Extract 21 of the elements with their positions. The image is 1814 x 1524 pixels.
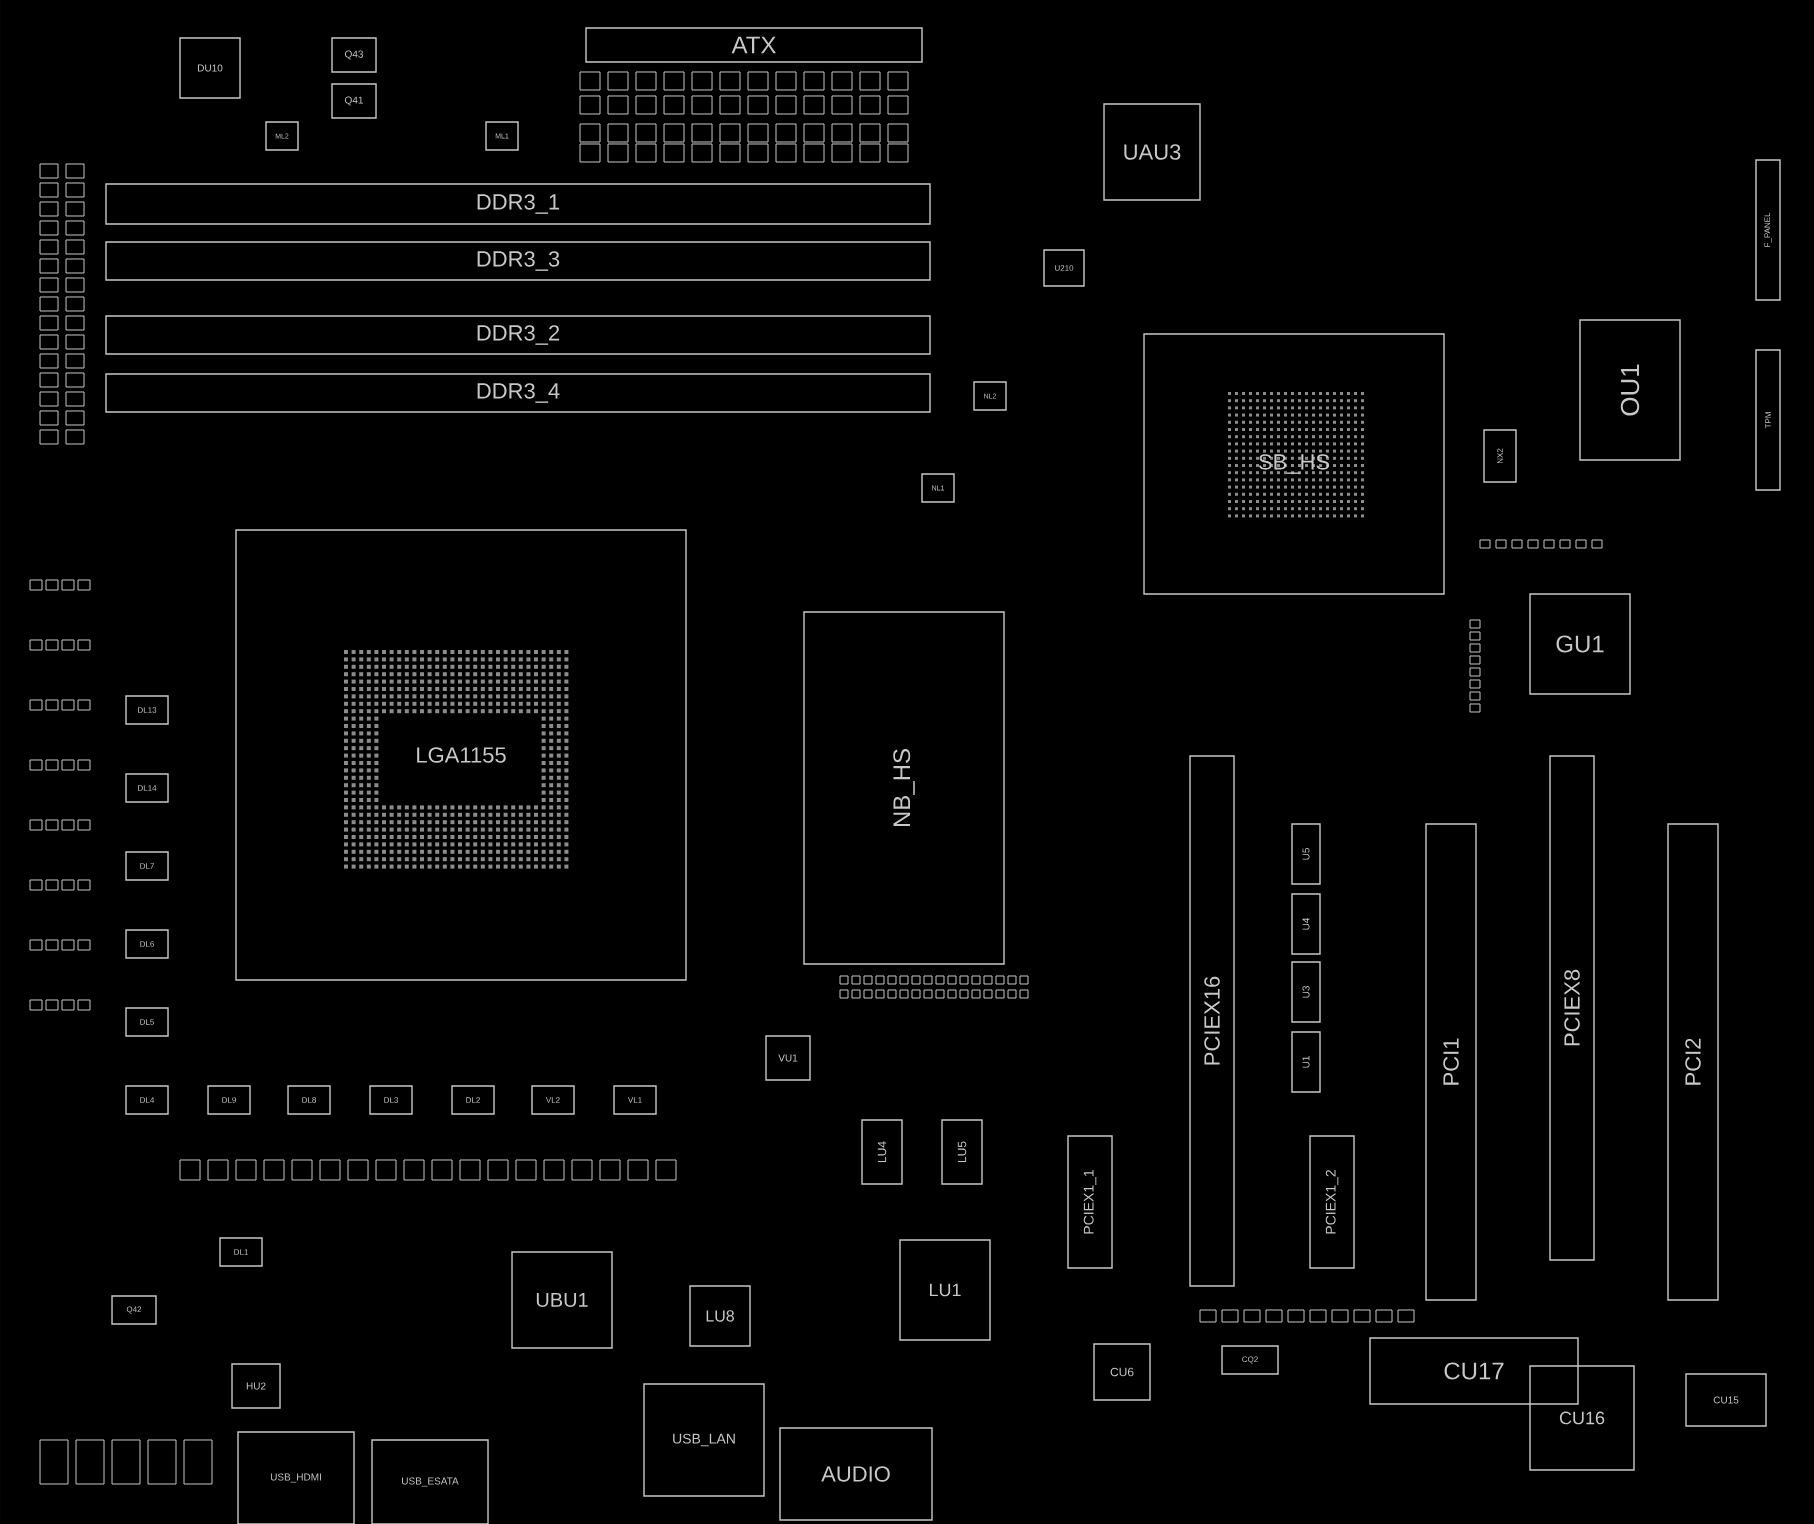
chip-outline: CU16 [1529, 1365, 1635, 1471]
heatsink-outline: SB_HS [1143, 333, 1445, 595]
expansion-slot: PCI1 [1425, 823, 1477, 1301]
chip-outline: UAU3 [1103, 103, 1201, 201]
memory-slot: DDR3_3 [105, 241, 931, 281]
chip-outline: CU17 [1369, 1337, 1579, 1405]
memory-slot: DDR3_2 [105, 315, 931, 355]
memory-slot: DDR3_1 [105, 183, 931, 225]
cpu-socket: LGA1155 [235, 529, 687, 981]
expansion-slot: PCI2 [1667, 823, 1719, 1301]
chip-outline: LU1 [899, 1239, 991, 1341]
port-outline: AUDIO [779, 1427, 933, 1521]
memory-slot: DDR3_4 [105, 373, 931, 413]
chip-outline: LU8 [689, 1285, 751, 1347]
chip-outline: UBU1 [511, 1251, 613, 1349]
heatsink-outline: NB_HS [803, 611, 1005, 965]
chip-outline: OU1 [1579, 319, 1681, 461]
expansion-slot: PCIEX16 [1189, 755, 1235, 1287]
chip-outline: GU1 [1529, 593, 1631, 695]
expansion-slot: PCIEX8 [1549, 755, 1595, 1261]
connector-outline: ATX [585, 27, 923, 63]
